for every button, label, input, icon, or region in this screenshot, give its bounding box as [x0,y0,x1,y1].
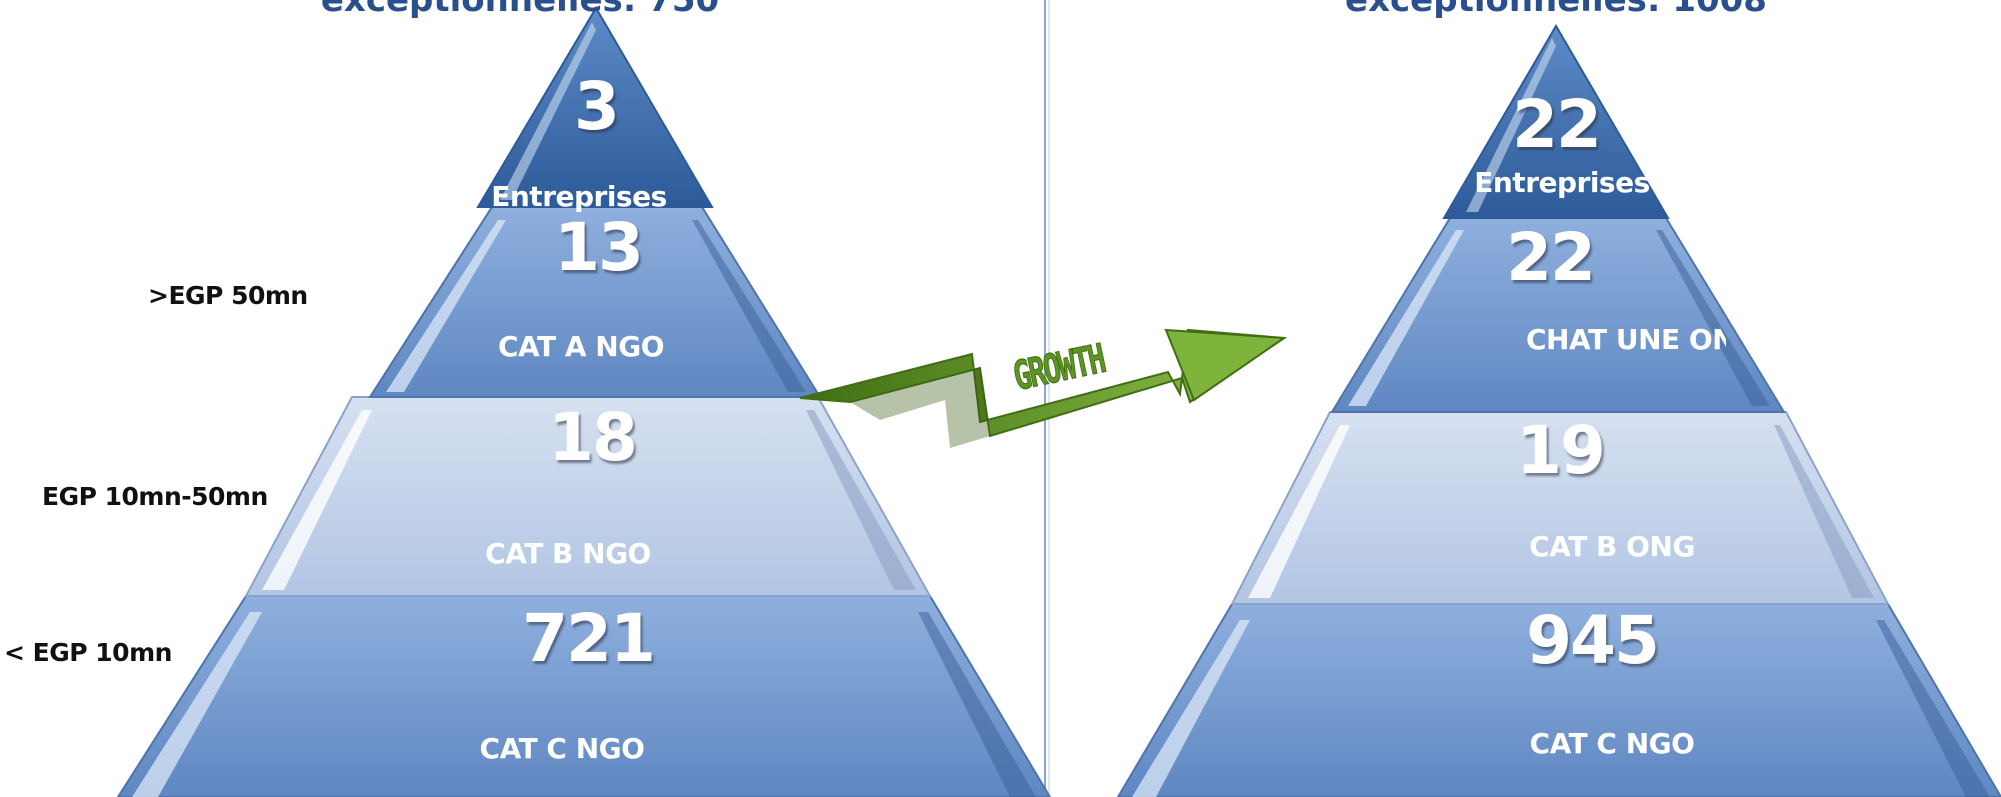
right-top-label: Entreprises [1474,166,1650,199]
right-tier-a-label: CHAT UNE ONG [1526,326,1726,356]
side-label-tier-c: < EGP 10mn [4,638,172,667]
right-tier-c-value: 945 [1526,602,1660,679]
right-tier-b [1230,411,1890,605]
right-pyramid [1116,24,2001,797]
right-tier-a-shade [1656,230,1770,406]
left-top-value: 3 [574,68,620,145]
growth-arrow-shadow [850,368,990,448]
right-tier-b-bevel [1248,425,1350,598]
side-label-tier-a: >EGP 50mn [148,281,308,310]
left-tier-b-value: 18 [548,399,638,476]
right-tier-top [1442,24,1670,219]
left-tier-c-bevel [132,612,262,797]
right-tier-c-bevel [1132,620,1250,797]
left-tier-c-value: 721 [522,600,656,677]
right-tier-a-label-clip: CHAT UNE ONG [1526,326,1726,362]
left-pyramid [116,6,1052,797]
right-tier-b-shade [1774,425,1874,598]
left-tier-top [476,6,714,208]
left-tier-c-label: CAT C NGO [479,732,645,765]
left-tier-a-value: 13 [554,209,644,286]
left-top-label: Entreprises [491,180,667,213]
right-tier-b-value: 19 [1516,412,1606,489]
right-heading: exceptionnelles: 1008 [1345,0,1767,20]
left-tier-a-label: CAT A NGO [497,330,665,363]
left-tier-b-label: CAT B NGO [485,537,651,570]
side-label-tier-b: EGP 10mn-50mn [42,482,268,511]
right-tier-c-shade [1876,620,1990,797]
right-tier-c-label: CAT C NGO [1529,727,1695,760]
left-heading: exceptionnelles: 750 [320,0,720,20]
growth-arrow-head [1164,328,1287,402]
growth-arrow [799,328,1287,448]
right-tier-a-bevel [1348,230,1464,406]
left-tier-c-shade [918,612,1036,797]
left-tier-a-shade [692,220,806,392]
right-tier-b-label: CAT B ONG [1529,530,1695,563]
left-tier-a-bevel [386,220,506,392]
left-tier-top-bevel [500,22,596,200]
left-tier-b-bevel [262,410,372,590]
right-tier-a-value: 22 [1506,219,1596,296]
right-top-value: 22 [1512,86,1602,163]
left-tier-b-shade [806,410,916,590]
right-tier-top-bevel [1466,38,1556,212]
